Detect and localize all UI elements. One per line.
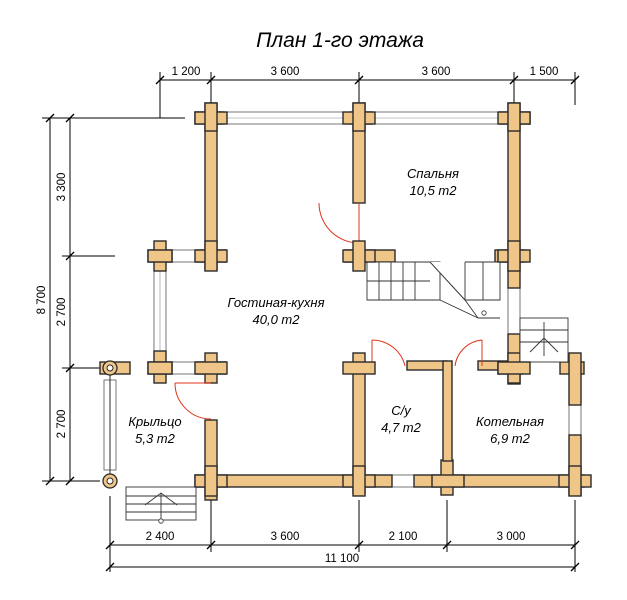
- dim-bottom-1: 2 400: [146, 531, 175, 543]
- room-living-kitchen-name: Гостиная-кухня: [227, 295, 324, 310]
- dim-bottom-total: 11 100: [325, 553, 359, 565]
- room-porch-name: Крыльцо: [128, 414, 181, 429]
- room-living-kitchen-area: 40,0 m2: [253, 312, 301, 327]
- room-bathroom-name: С/у: [391, 403, 412, 418]
- room-bedroom-name: Спальня: [407, 166, 459, 181]
- plan-title: План 1-го этажа: [256, 29, 424, 52]
- dim-bottom-3: 2 100: [389, 531, 418, 543]
- dim-top-2: 3 600: [271, 66, 300, 78]
- dim-left-1: 3 300: [56, 173, 68, 202]
- room-porch-area: 5,3 m2: [135, 431, 176, 446]
- room-boiler-name: Котельная: [476, 414, 544, 429]
- porch-posts: [102, 360, 118, 489]
- windows: [103, 111, 582, 488]
- room-boiler-area: 6,9 m2: [490, 431, 531, 446]
- dim-left-2: 2 700: [56, 298, 68, 327]
- room-bathroom-area: 4,7 m2: [381, 420, 422, 435]
- dim-top-3: 3 600: [422, 66, 451, 78]
- dimension-top: 1 200 3 600 3 600 1 500: [155, 66, 580, 118]
- dimension-bottom: 2 400 3 600 2 100 3 000 11 100: [105, 496, 580, 572]
- dim-left-total: 8 700: [36, 286, 48, 315]
- stairs: [125, 261, 569, 524]
- room-labels: Спальня 10,5 m2 Гостиная-кухня 40,0 m2 К…: [128, 166, 544, 446]
- dim-bottom-4: 3 000: [497, 531, 526, 543]
- wall-cross-ends: [147, 102, 592, 497]
- dim-left-3: 2 700: [56, 410, 68, 439]
- dim-top-1: 1 200: [172, 66, 201, 78]
- dim-top-4: 1 500: [530, 66, 559, 78]
- dimension-left: 8 700 3 300 2 700 2 700: [36, 113, 185, 486]
- room-bedroom-area: 10,5 m2: [410, 183, 458, 198]
- dim-bottom-2: 3 600: [271, 531, 300, 543]
